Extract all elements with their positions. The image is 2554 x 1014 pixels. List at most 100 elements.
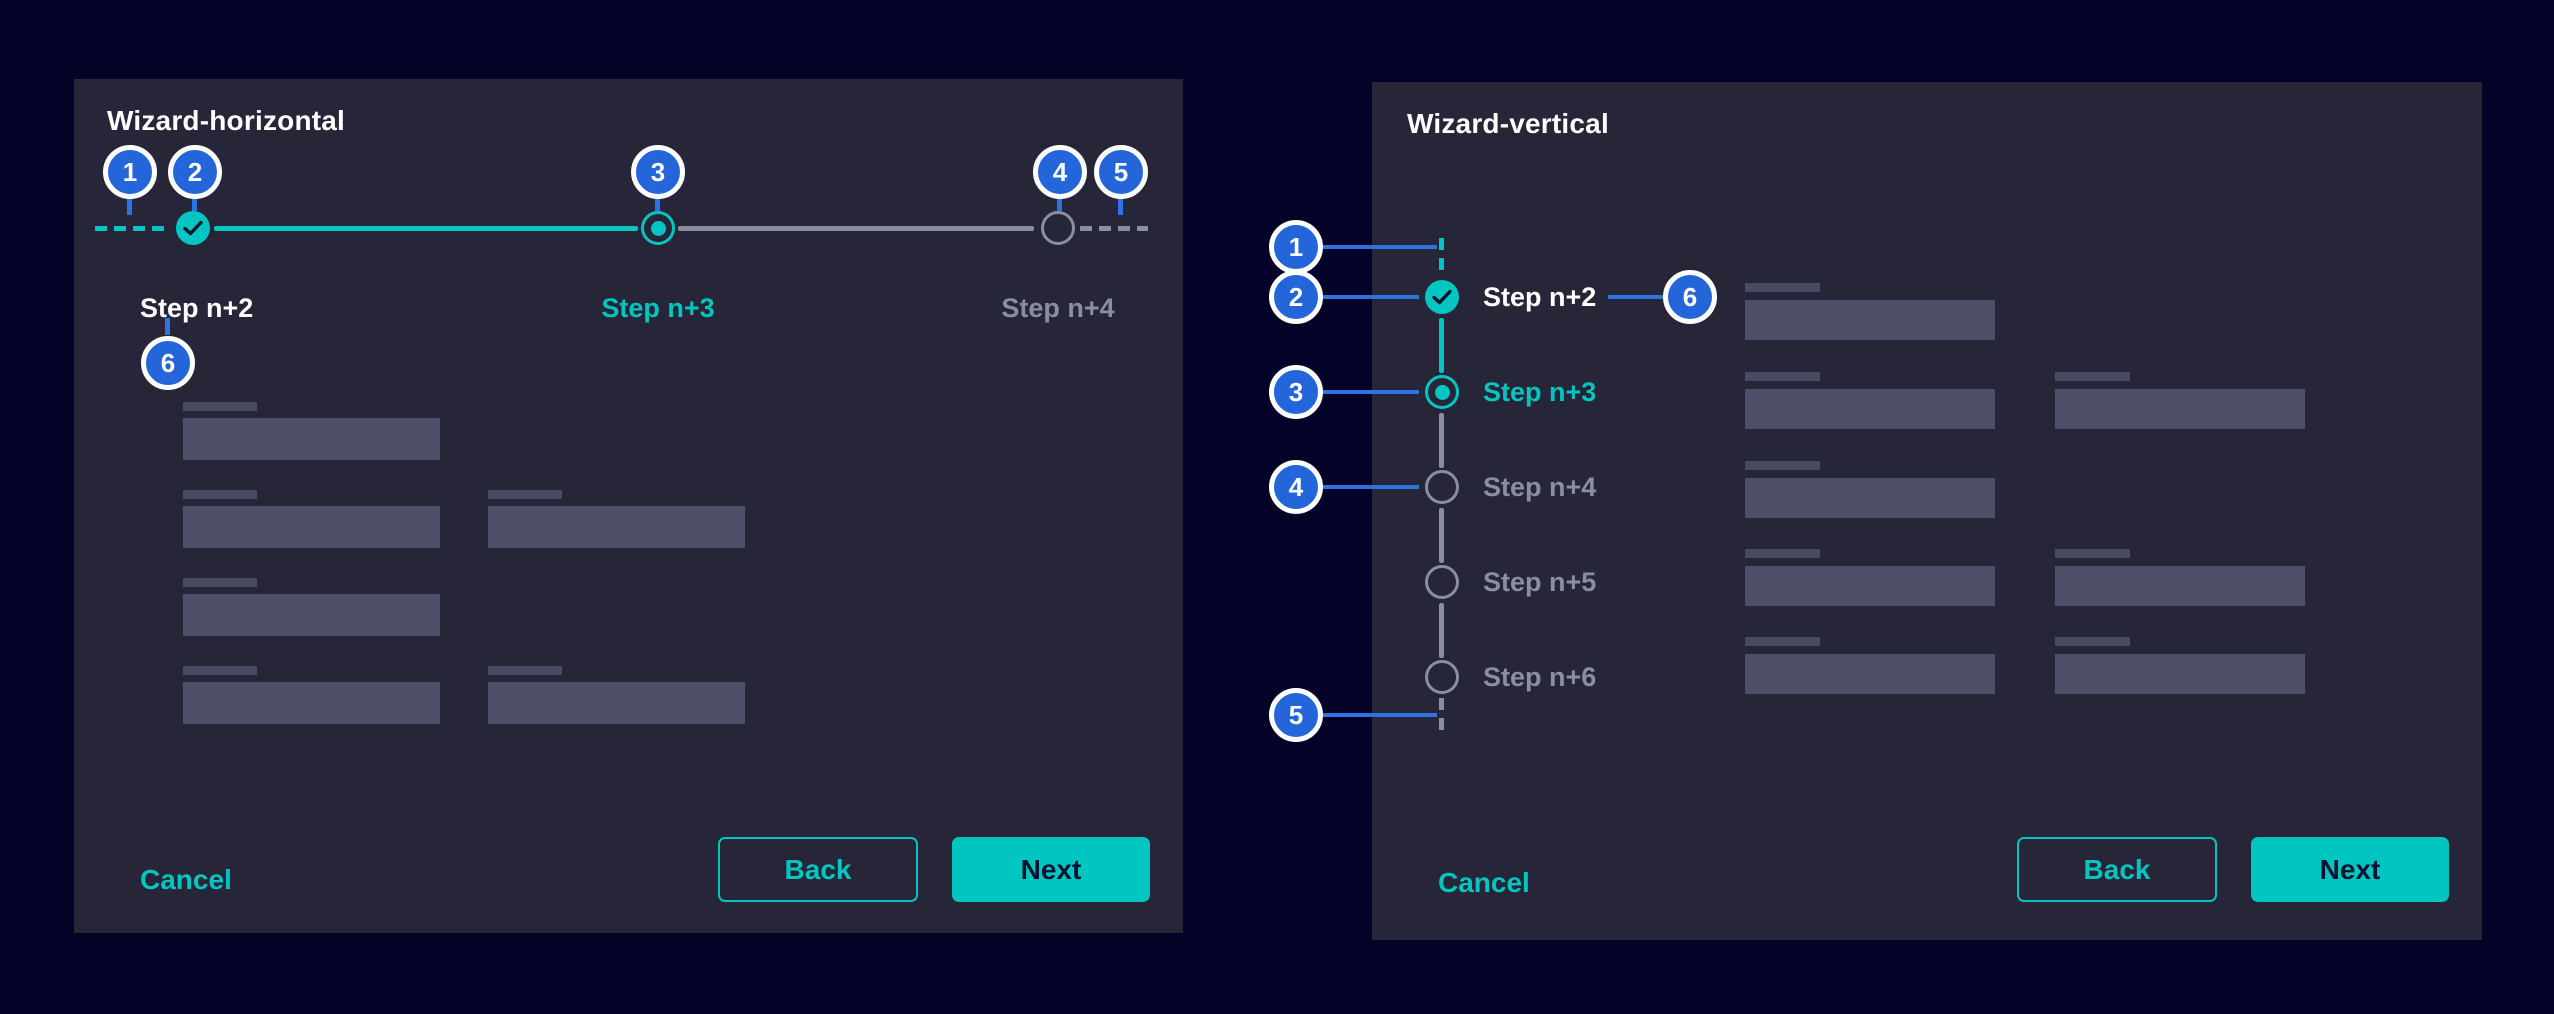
callout-number: 3: [650, 156, 666, 187]
stepper-line-upcoming: [1439, 508, 1444, 563]
back-button[interactable]: Back: [2017, 837, 2217, 902]
step-node-completed[interactable]: [176, 211, 210, 245]
skeleton-field: [1745, 300, 1995, 340]
skeleton-field: [2055, 654, 2305, 694]
callout-number: 6: [1682, 281, 1698, 312]
callout-number: 2: [187, 156, 203, 187]
stepper-dash-trailing: [1439, 698, 1444, 730]
callout-number: 1: [1288, 231, 1304, 262]
step-label-n4[interactable]: Step n+4: [1483, 472, 1597, 502]
step-node-upcoming[interactable]: [1425, 470, 1459, 504]
skeleton-field: [1745, 654, 1995, 694]
callout-badge-5: 5: [1269, 688, 1323, 742]
skeleton-label: [1745, 549, 1820, 558]
step-label-n2[interactable]: Step n+2: [1483, 282, 1597, 312]
callout-connector: [1323, 485, 1419, 489]
current-dot: [650, 220, 666, 236]
skeleton-field: [488, 682, 745, 724]
step-label-n2[interactable]: Step n+2: [140, 293, 254, 323]
step-node-current[interactable]: [1425, 375, 1459, 409]
callout-connector: [1608, 295, 1665, 299]
callout-badge-4: 4: [1269, 460, 1323, 514]
step-node-upcoming[interactable]: [1041, 211, 1075, 245]
callout-number: 6: [160, 347, 176, 378]
callout-connector: [1057, 199, 1062, 211]
back-button[interactable]: Back: [718, 837, 918, 902]
skeleton-field: [183, 682, 440, 724]
skeleton-label: [1745, 372, 1820, 381]
skeleton-field: [1745, 478, 1995, 518]
skeleton-label: [1745, 283, 1820, 292]
skeleton-label: [1745, 637, 1820, 646]
wizard-vertical-panel: Wizard-vertical 1 2 3 4 5 6 Step n+: [1269, 82, 2482, 940]
stepper-line-completed: [214, 226, 638, 231]
next-button[interactable]: Next: [2251, 837, 2449, 902]
callout-number: 5: [1288, 699, 1304, 730]
callout-connector: [192, 199, 197, 211]
callout-connector: [655, 199, 660, 211]
callout-connector: [127, 199, 132, 215]
callout-number: 2: [1288, 281, 1304, 312]
step-label-n3[interactable]: Step n+3: [601, 293, 715, 323]
callout-badge-3: 3: [1269, 365, 1323, 419]
callout-number: 4: [1288, 471, 1304, 502]
callout-badge-1: 1: [1269, 220, 1323, 274]
stepper-line-upcoming: [1439, 603, 1444, 658]
callout-badge-4: 4: [1033, 145, 1087, 199]
step-label-n6[interactable]: Step n+6: [1483, 662, 1597, 692]
callout-badge-5: 5: [1094, 145, 1148, 199]
skeleton-field: [1745, 566, 1995, 606]
panel-title: Wizard-horizontal: [107, 105, 346, 136]
step-node-upcoming[interactable]: [1425, 565, 1459, 599]
callout-connector: [1323, 295, 1419, 299]
panel-title: Wizard-vertical: [1407, 108, 1609, 139]
step-label-n5[interactable]: Step n+5: [1483, 567, 1597, 597]
callout-connector: [1323, 390, 1419, 394]
stepper-dash-trailing: [1080, 226, 1148, 231]
callout-number: 5: [1113, 156, 1129, 187]
callout-badge-6: 6: [141, 336, 195, 390]
callout-number: 3: [1288, 376, 1304, 407]
callout-badge-2: 2: [1269, 270, 1323, 324]
callout-connector: [1323, 245, 1437, 249]
cancel-button[interactable]: Cancel: [1438, 867, 1530, 898]
step-node-current[interactable]: [641, 211, 675, 245]
skeleton-label: [2055, 372, 2130, 381]
callout-badge-3: 3: [631, 145, 685, 199]
skeleton-field: [183, 506, 440, 548]
callout-connector: [1323, 713, 1437, 717]
step-node-upcoming[interactable]: [1425, 660, 1459, 694]
skeleton-field: [2055, 566, 2305, 606]
skeleton-label: [2055, 549, 2130, 558]
callout-badge-1: 1: [103, 145, 157, 199]
skeleton-field: [488, 506, 745, 548]
check-icon: [1432, 289, 1452, 305]
callout-number: 4: [1052, 156, 1068, 187]
stepper-line-completed: [1439, 318, 1444, 373]
step-label-n4[interactable]: Step n+4: [1001, 293, 1115, 323]
skeleton-field: [2055, 389, 2305, 429]
stepper-dash-leading: [95, 226, 166, 231]
cancel-button[interactable]: Cancel: [140, 864, 232, 895]
callout-connector: [1118, 199, 1123, 215]
stepper-dash-leading: [1439, 238, 1444, 272]
next-button[interactable]: Next: [952, 837, 1150, 902]
wizard-horizontal-panel: Wizard-horizontal 1 2 3 4 5 6 Step n+2 S…: [74, 79, 1183, 933]
skeleton-field: [183, 418, 440, 460]
stepper-line-upcoming: [1439, 413, 1444, 468]
check-icon: [183, 220, 203, 236]
callout-connector: [165, 318, 170, 335]
skeleton-label: [488, 666, 562, 675]
callout-number: 1: [122, 156, 138, 187]
callout-badge-2: 2: [168, 145, 222, 199]
skeleton-label: [183, 490, 257, 499]
current-dot: [1434, 384, 1450, 400]
step-label-n3[interactable]: Step n+3: [1483, 377, 1597, 407]
skeleton-field: [183, 594, 440, 636]
step-node-completed[interactable]: [1425, 280, 1459, 314]
skeleton-label: [2055, 637, 2130, 646]
skeleton-label: [183, 402, 257, 411]
stepper-line-upcoming: [678, 226, 1034, 231]
skeleton-label: [488, 490, 562, 499]
